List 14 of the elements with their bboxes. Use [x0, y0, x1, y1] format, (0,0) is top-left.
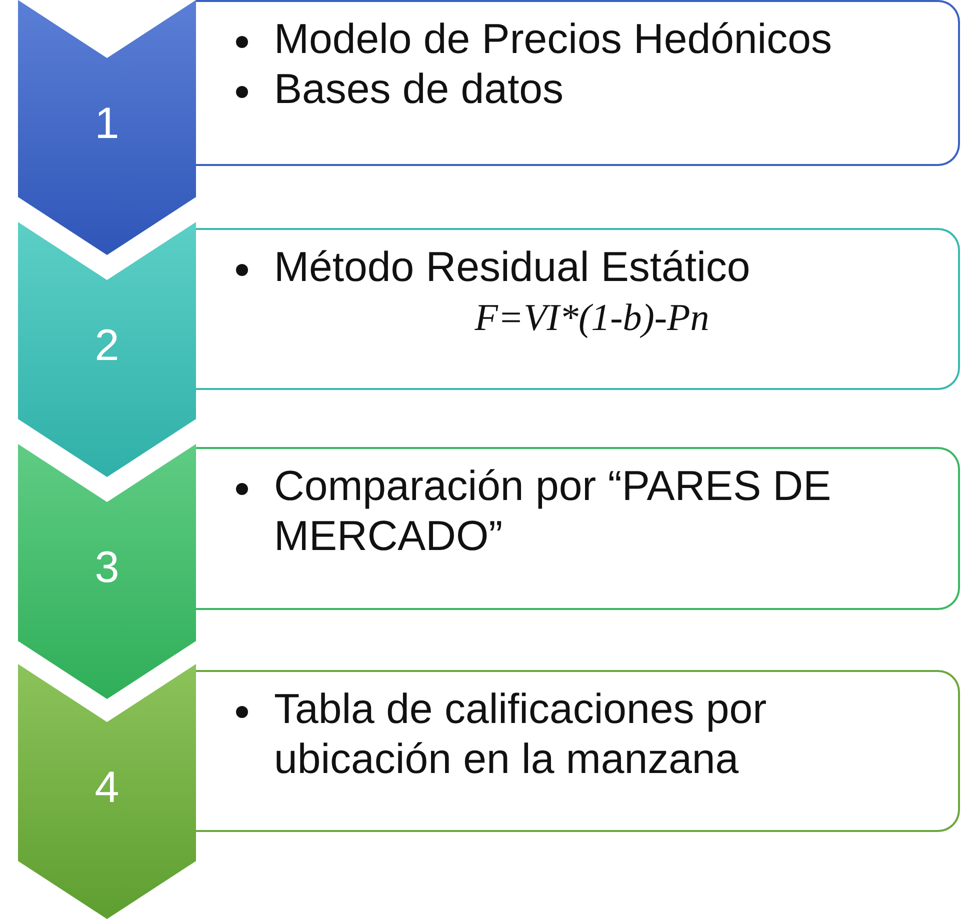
bullet-text: Tabla de calificaciones por ubicación en la manzana — [274, 684, 768, 784]
formula: F=VI*(1-b)-Pn — [474, 296, 710, 340]
step-number: 1 — [94, 100, 120, 148]
text-panel — [196, 0, 960, 166]
bullet-text: Comparación por “PARES DE MERCADO” — [274, 461, 832, 562]
bullet-text: Bases de datos — [274, 64, 564, 114]
step-number: 2 — [94, 322, 120, 370]
text-panel — [196, 670, 960, 832]
step-number: 3 — [94, 544, 120, 592]
bullet-text: Método Residual Estático — [274, 242, 750, 292]
text-panel — [196, 228, 960, 390]
text-panel — [196, 447, 960, 610]
bullet-text: Modelo de Precios Hedónicos — [274, 14, 832, 64]
step-number: 4 — [94, 764, 120, 812]
